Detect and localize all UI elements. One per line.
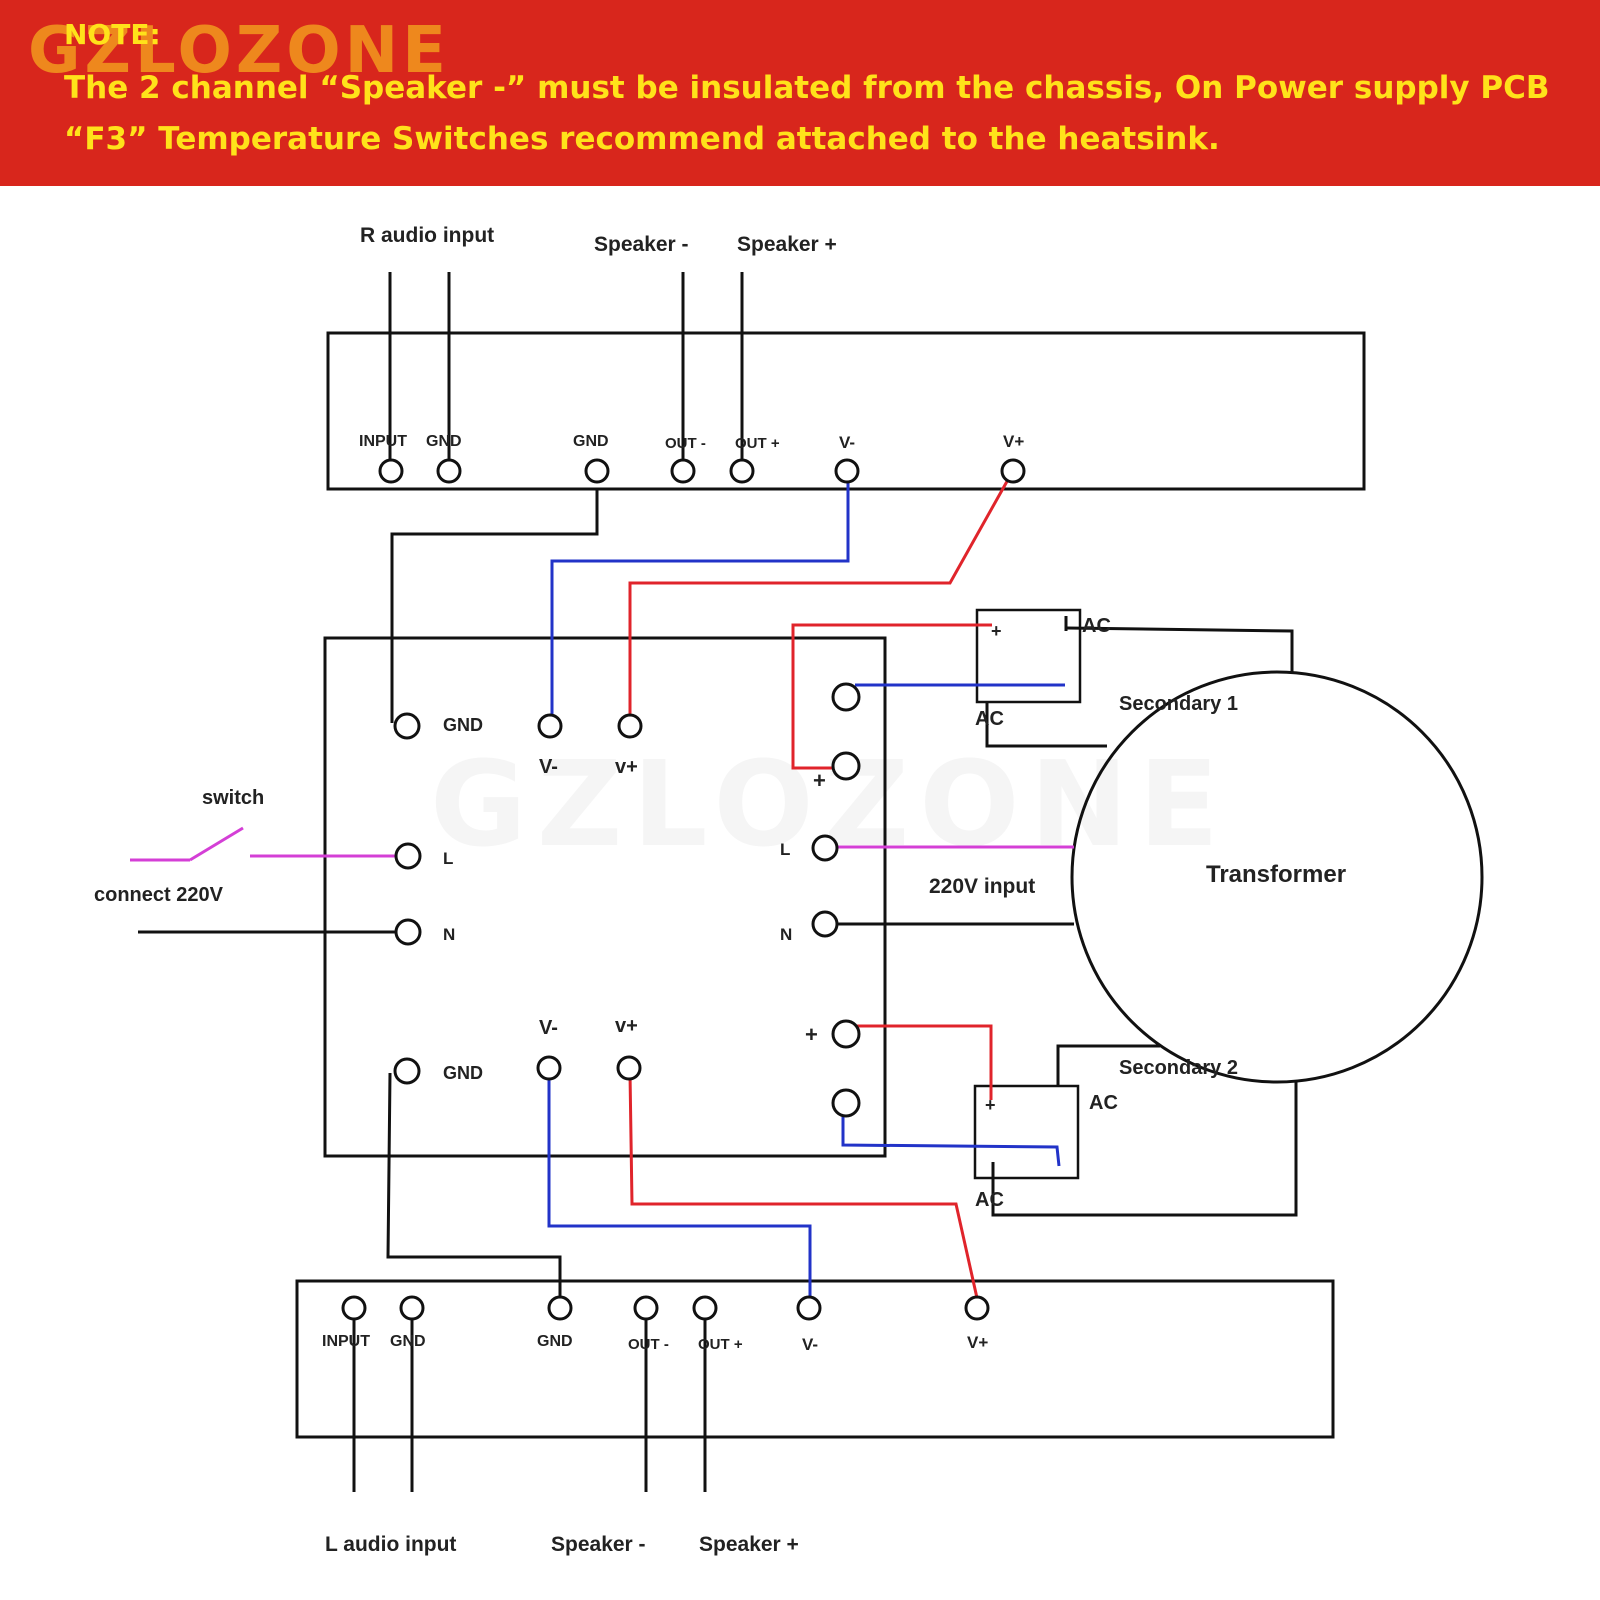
rect-top-ac-right: AC [1082,615,1111,637]
secondary-2-label: Secondary 2 [1119,1057,1238,1079]
top-speaker-plus-label: Speaker + [737,233,837,256]
blue-wires [547,476,1065,1300]
bottom-speaker-minus-label: Speaker - [551,1533,646,1556]
transformer-label: Transformer [1206,861,1346,888]
bottom-pin-out-minus: OUT - [628,1336,669,1353]
magenta-wires [130,826,1074,862]
bottom-amplifier-board [295,1279,1335,1439]
top-pin-gnd2: GND [573,433,609,450]
top-pin-input: INPUT [359,433,407,450]
power-vminus-bottom-label: V- [539,1017,558,1039]
note-line-1: The 2 channel “Speaker -” must be insula… [64,70,1550,106]
power-plus-bottom-label: + [805,1022,818,1047]
power-supply-board [323,636,887,1158]
power-vminus-top-label: V- [539,756,558,778]
power-n-right-label: N [780,925,792,944]
switch-label: switch [202,787,264,809]
l-audio-input-label: L audio input [325,1533,456,1556]
bottom-speaker-plus-label: Speaker + [699,1533,799,1556]
220v-input-label: 220V input [929,875,1035,898]
transformer-coil [1070,670,1484,1084]
note-label: NOTE: [64,18,161,51]
rect-bottom-ac-bottom: AC [975,1189,1004,1211]
red-wires [628,475,1012,1299]
note-line-2: “F3” Temperature Switches recommend atta… [64,121,1220,157]
power-l-left-label: L [443,849,453,868]
bottom-pin-v-minus: V- [802,1335,818,1354]
top-amplifier-board [326,331,1366,491]
brand-logo: GZLOZONE [28,14,450,88]
bottom-pin-gnd2: GND [537,1333,573,1350]
terminals [341,458,1026,1321]
rectifier-bottom [973,1084,1080,1180]
power-vplus-top-label: v+ [615,756,638,778]
top-pin-out-minus: OUT - [665,435,706,452]
secondary-1-label: Secondary 1 [1119,693,1238,715]
power-n-left-label: N [443,925,455,944]
top-pin-v-plus: V+ [1003,432,1024,451]
black-wires [138,272,1298,1492]
power-vplus-bottom-label: v+ [615,1015,638,1037]
top-pin-gnd1: GND [426,433,462,450]
rect-bottom-ac-right: AC [1089,1092,1118,1114]
power-gnd-top-label: GND [443,715,483,735]
bottom-pin-out-plus: OUT + [698,1336,743,1353]
rectifier-top [975,608,1082,704]
r-audio-input-label: R audio input [360,224,494,247]
connect-220v-label: connect 220V [94,884,224,906]
bottom-pin-v-plus: V+ [967,1333,988,1352]
rect-bottom-plus: + [985,1095,996,1115]
top-pin-v-minus: V- [839,433,855,452]
rect-top-ac-bottom: AC [975,708,1004,730]
power-l-right-label: L [780,840,790,859]
bottom-pin-gnd1: GND [390,1333,426,1350]
power-gnd-bottom-label: GND [443,1063,483,1083]
note-banner: GZLOZONE NOTE: The 2 channel “Speaker -”… [0,0,1600,186]
bottom-pin-input: INPUT [322,1333,370,1350]
rect-top-plus: + [991,621,1002,641]
top-pin-out-plus: OUT + [735,435,780,452]
top-speaker-minus-label: Speaker - [594,233,689,256]
power-plus-top-label: + [813,768,826,793]
